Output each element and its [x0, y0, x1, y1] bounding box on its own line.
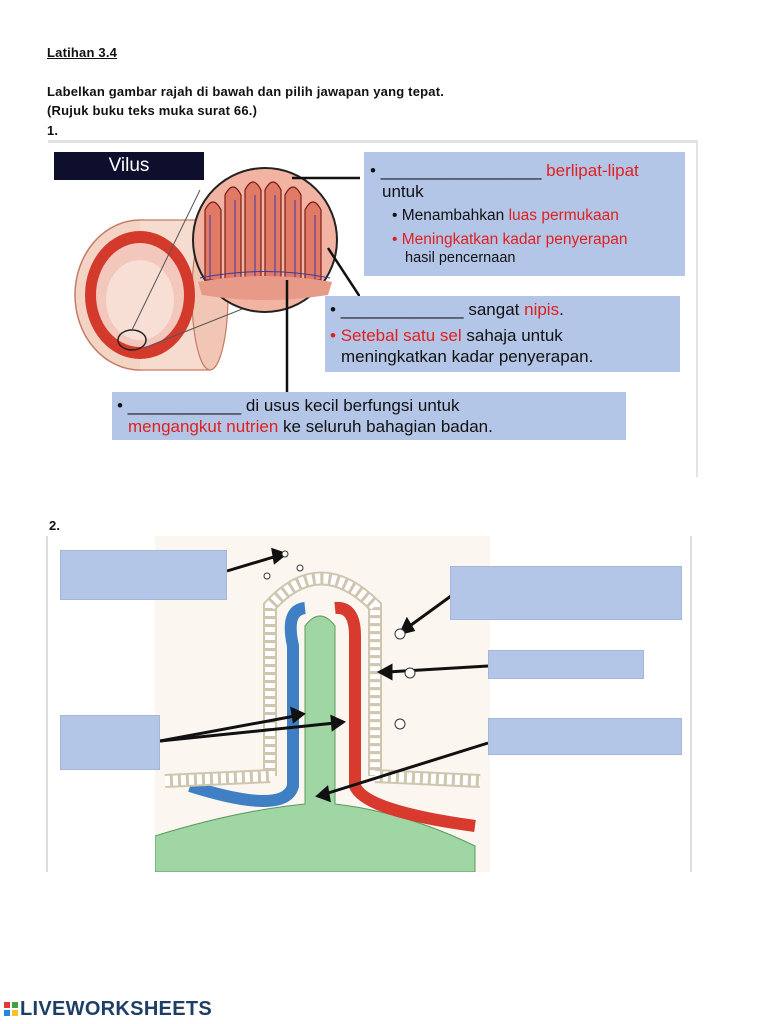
sub1-keyword: luas permukaan — [508, 207, 619, 224]
sub2-continuation: hasil pencernaan — [405, 250, 516, 266]
question-2-frame — [46, 536, 692, 872]
q1-info-box-thin: • _____________ sangat nipis. • Setebal … — [325, 296, 680, 372]
instruction-text: Labelkan gambar rajah di bawah dan pilih… — [47, 84, 445, 99]
question-2-number: 2. — [49, 518, 61, 533]
period: . — [559, 300, 564, 319]
sub-bullet: • — [392, 207, 398, 224]
box3-text-2: ke seluruh bahagian badan. — [283, 417, 493, 436]
thin-keyword: nipis — [524, 300, 560, 319]
answer-blank-3[interactable]: ____________ — [127, 396, 242, 415]
one-cell-keyword: Setebal satu sel — [340, 326, 462, 345]
bullet: • — [370, 161, 376, 180]
answer-box-5[interactable] — [488, 718, 682, 755]
bullet: • — [117, 396, 123, 415]
bullet: • — [330, 326, 336, 345]
answer-box-4[interactable] — [60, 715, 160, 770]
villus-cross-section-illustration — [74, 167, 360, 400]
q1-info-box-transport: • ____________ di usus kecil berfungsi u… — [112, 392, 626, 440]
box2-text-2: sahaja untuk — [466, 326, 563, 345]
sub-bullet: • — [392, 231, 398, 248]
folded-keyword: berlipat-lipat — [546, 161, 639, 180]
box2-text: sangat — [468, 300, 520, 319]
liveworksheets-logo: LIVEWORKSHEETS — [4, 998, 212, 1021]
brand-text: LIVEWORKSHEETS — [20, 998, 212, 1020]
box2-continuation: meningkatkan kadar penyerapan. — [341, 347, 594, 366]
sub2-keyword: Meningkatkan kadar penyerapan — [401, 231, 628, 248]
question-1-frame — [48, 140, 698, 477]
exercise-title: Latihan 3.4 — [47, 45, 118, 60]
answer-box-1[interactable] — [60, 550, 227, 600]
answer-blank-2[interactable]: _____________ — [340, 300, 464, 319]
reference-text: (Rujuk buku teks muka surat 66.) — [47, 103, 258, 118]
answer-box-3[interactable] — [488, 650, 644, 679]
transport-keyword: mengangkut nutrien — [128, 417, 279, 436]
logo-grid-icon — [4, 1002, 18, 1016]
villus-structure-illustration — [155, 536, 490, 872]
sub1-text: Menambahkan — [401, 207, 505, 224]
question-1-number: 1. — [47, 123, 59, 138]
bullet: • — [330, 300, 336, 319]
box3-text: di usus kecil berfungsi untuk — [245, 396, 460, 415]
answer-blank-1[interactable]: _________________ — [380, 161, 542, 180]
vilus-title-text: Vilus — [108, 155, 150, 176]
vilus-title-label: Vilus — [54, 152, 204, 180]
q1-info-box-folded: • _________________ berlipat-lipat untuk… — [364, 152, 685, 276]
box1-continuation: untuk — [382, 182, 424, 201]
answer-box-2[interactable] — [450, 566, 682, 620]
